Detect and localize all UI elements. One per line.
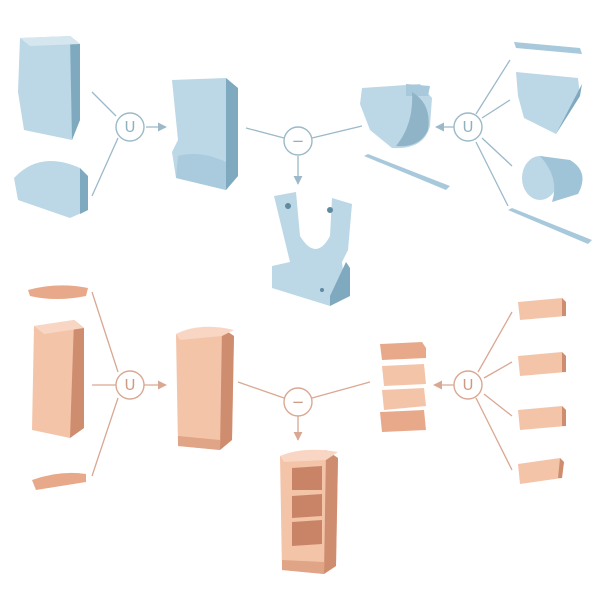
union-operator-peach-right: U — [433, 311, 513, 471]
circle-u-icon — [453, 112, 483, 142]
blue-row: U − — [14, 36, 592, 306]
union-operator-peach-left: U — [91, 291, 167, 477]
blue-rod-bottom — [508, 208, 592, 244]
union-symbol: U — [463, 118, 474, 136]
peach-shelf-stack — [380, 342, 426, 432]
peach-curved-top-slab — [28, 285, 88, 299]
peach-tall-box — [32, 320, 84, 438]
blue-half-cylinder — [14, 160, 88, 218]
peach-slab-3 — [518, 406, 566, 430]
difference-operator-peach: − — [237, 381, 371, 441]
difference-symbol: − — [292, 393, 305, 411]
circle-u-icon — [115, 370, 145, 400]
blue-wedge — [516, 72, 582, 134]
blue-cylinder — [522, 156, 583, 202]
peach-union-result — [176, 326, 234, 450]
blue-right-union-result — [360, 84, 432, 149]
circle-minus-icon — [283, 387, 313, 417]
blue-rod-middle — [364, 154, 450, 190]
union-symbol: U — [125, 118, 136, 136]
union-symbol: U — [463, 376, 474, 394]
difference-operator-blue: − — [245, 125, 363, 185]
union-operator-blue-right: U — [435, 59, 513, 207]
peach-difference-result — [280, 449, 338, 574]
blue-tapered-block — [18, 36, 80, 140]
blue-rod-top — [514, 42, 582, 54]
peach-base-slab — [32, 472, 86, 490]
peach-slab-2 — [518, 352, 566, 376]
difference-symbol: − — [292, 132, 305, 150]
circle-u-icon — [115, 112, 145, 142]
union-symbol: U — [125, 376, 136, 394]
union-operator-blue-left: U — [91, 91, 167, 197]
peach-slab-1 — [518, 298, 566, 320]
peach-slab-4 — [518, 458, 564, 484]
circle-minus-icon — [283, 126, 313, 156]
circle-u-icon — [453, 370, 483, 400]
blue-union-result — [172, 78, 238, 190]
peach-row: U − — [28, 285, 566, 574]
blue-difference-result — [272, 192, 352, 306]
